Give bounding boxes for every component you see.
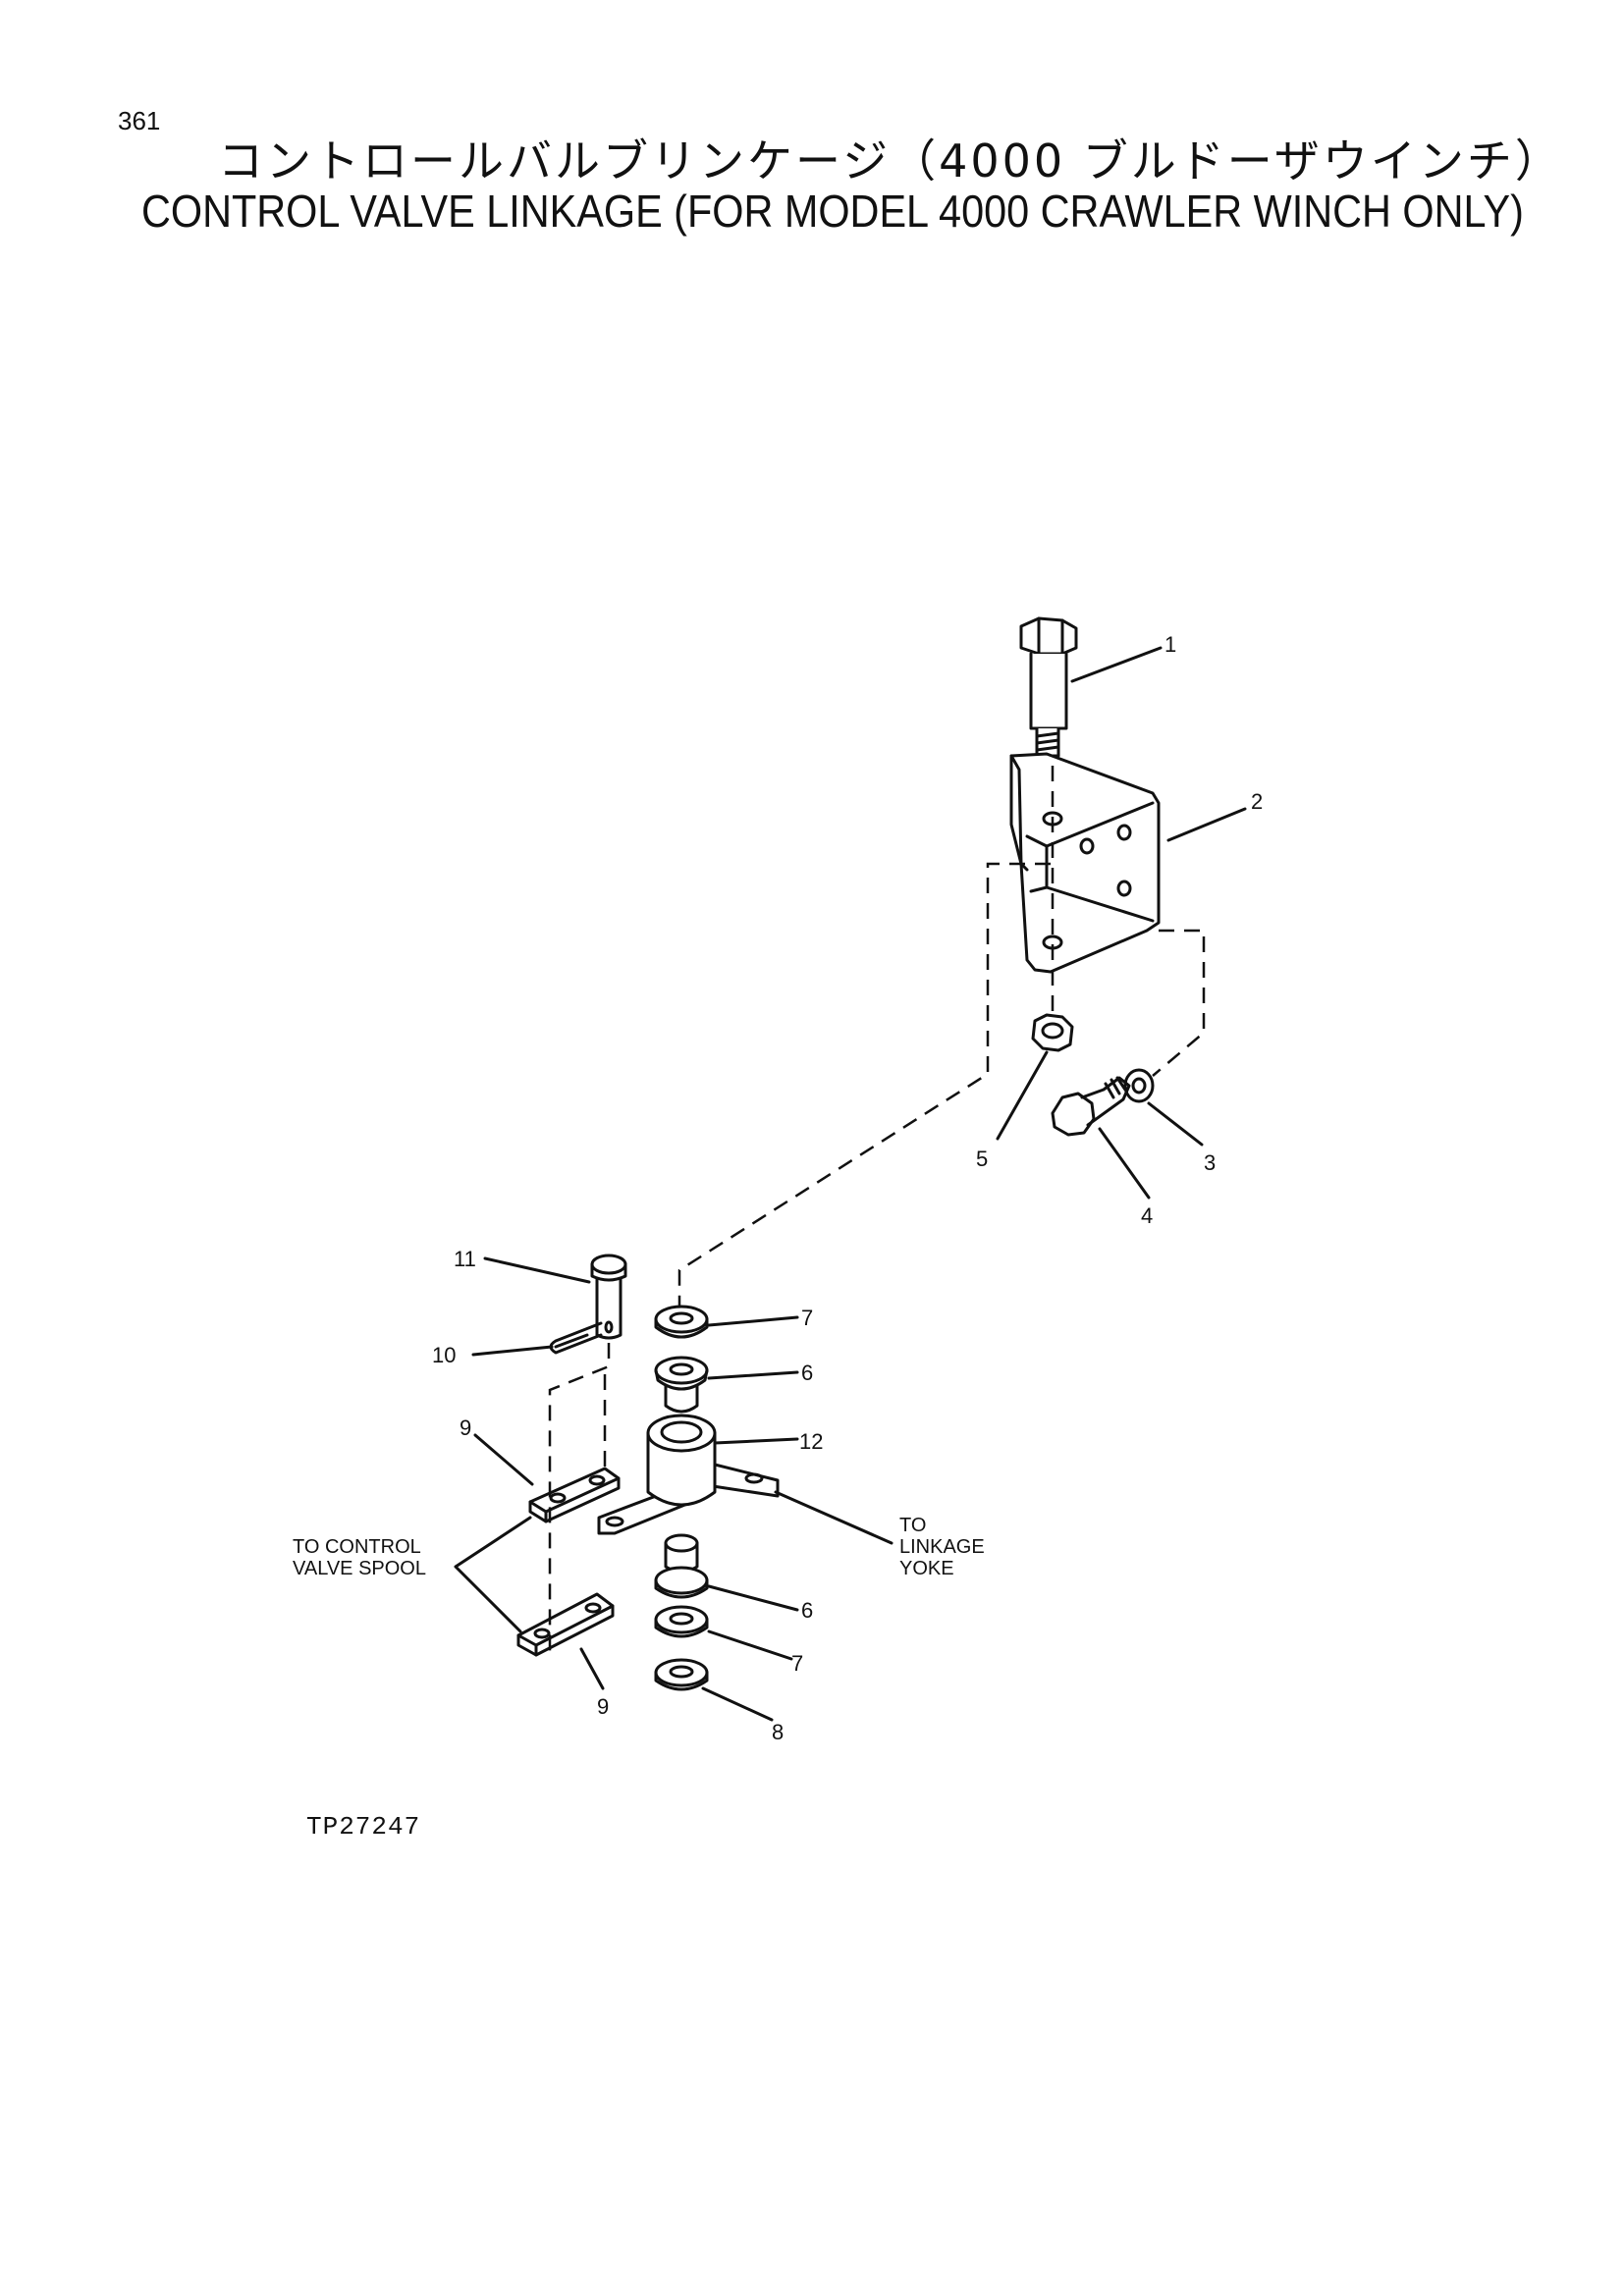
part-5-hex-nut [1031, 1013, 1074, 1052]
callout-6-upper: 6 [801, 1361, 813, 1385]
callout-7-lower: 7 [791, 1651, 803, 1676]
callout-3: 3 [1204, 1150, 1216, 1175]
part-9-plate-lower [516, 1592, 615, 1657]
leader-2 [1166, 807, 1247, 842]
part-1-shoulder-bolt [1019, 616, 1078, 758]
callout-9-upper: 9 [460, 1415, 471, 1440]
leader-10 [471, 1345, 554, 1357]
leader-9-lower [579, 1647, 605, 1690]
callout-1: 1 [1164, 632, 1176, 657]
callout-9-lower: 9 [597, 1694, 609, 1719]
part-12-yoke [597, 1414, 780, 1535]
note-linkage-line2: LINKAGE [899, 1536, 985, 1558]
title-japanese: コントロールバルブリンケージ（4000 ブルドーザウインチ） [218, 134, 1563, 187]
callout-7-upper: 7 [801, 1306, 813, 1330]
callout-6-lower: 6 [801, 1598, 813, 1623]
callout-2: 2 [1251, 789, 1263, 814]
assembly-lines [548, 766, 1206, 1651]
leader-12 [713, 1437, 799, 1445]
callout-11: 11 [454, 1247, 476, 1271]
callout-12: 12 [799, 1429, 823, 1454]
leader-8 [701, 1686, 774, 1722]
part-9-plate-upper [528, 1467, 621, 1523]
leader-linkage-yoke [774, 1490, 893, 1545]
leader-6-upper [707, 1370, 799, 1380]
note-linkage-line1: TO [899, 1515, 926, 1536]
leader-7-lower [707, 1629, 793, 1661]
callout-5: 5 [976, 1147, 988, 1171]
part-4-bolt [1051, 1076, 1131, 1137]
page-number: 361 [118, 106, 161, 135]
part-6-bushing-upper [654, 1356, 709, 1414]
note-linkage-line3: YOKE [899, 1558, 954, 1579]
part-2-bracket [1009, 752, 1161, 974]
leader-5 [996, 1050, 1049, 1141]
part-7-washer-lower [654, 1605, 709, 1638]
leader-7-upper [707, 1315, 799, 1327]
note-control-valve-line2: VALVE SPOOL [293, 1558, 426, 1579]
title-english: CONTROL VALVE LINKAGE (FOR MODEL 4000 CR… [141, 186, 1524, 237]
leader-6-lower [707, 1584, 799, 1612]
callout-10: 10 [432, 1343, 456, 1367]
leader-control-valve-spool [454, 1516, 532, 1633]
note-control-valve-line1: TO CONTROL [293, 1536, 421, 1558]
callout-labels: 1 2 3 4 5 7 6 12 6 7 8 11 10 9 9 TO CONT… [293, 632, 1263, 1744]
leader-4 [1098, 1127, 1151, 1200]
callout-8: 8 [772, 1720, 784, 1744]
leader-3 [1147, 1101, 1204, 1147]
leader-1 [1070, 646, 1163, 683]
part-10-cotter-pin [549, 1321, 603, 1355]
leader-9-upper [473, 1433, 534, 1486]
drawing-number: TP27247 [306, 1812, 421, 1842]
part-6-bushing-lower [654, 1533, 709, 1599]
leader-11 [483, 1256, 591, 1284]
callout-4: 4 [1141, 1203, 1153, 1228]
part-3-washer [1123, 1068, 1155, 1103]
part-8-washer [654, 1658, 709, 1691]
part-7-washer-upper [654, 1305, 709, 1339]
